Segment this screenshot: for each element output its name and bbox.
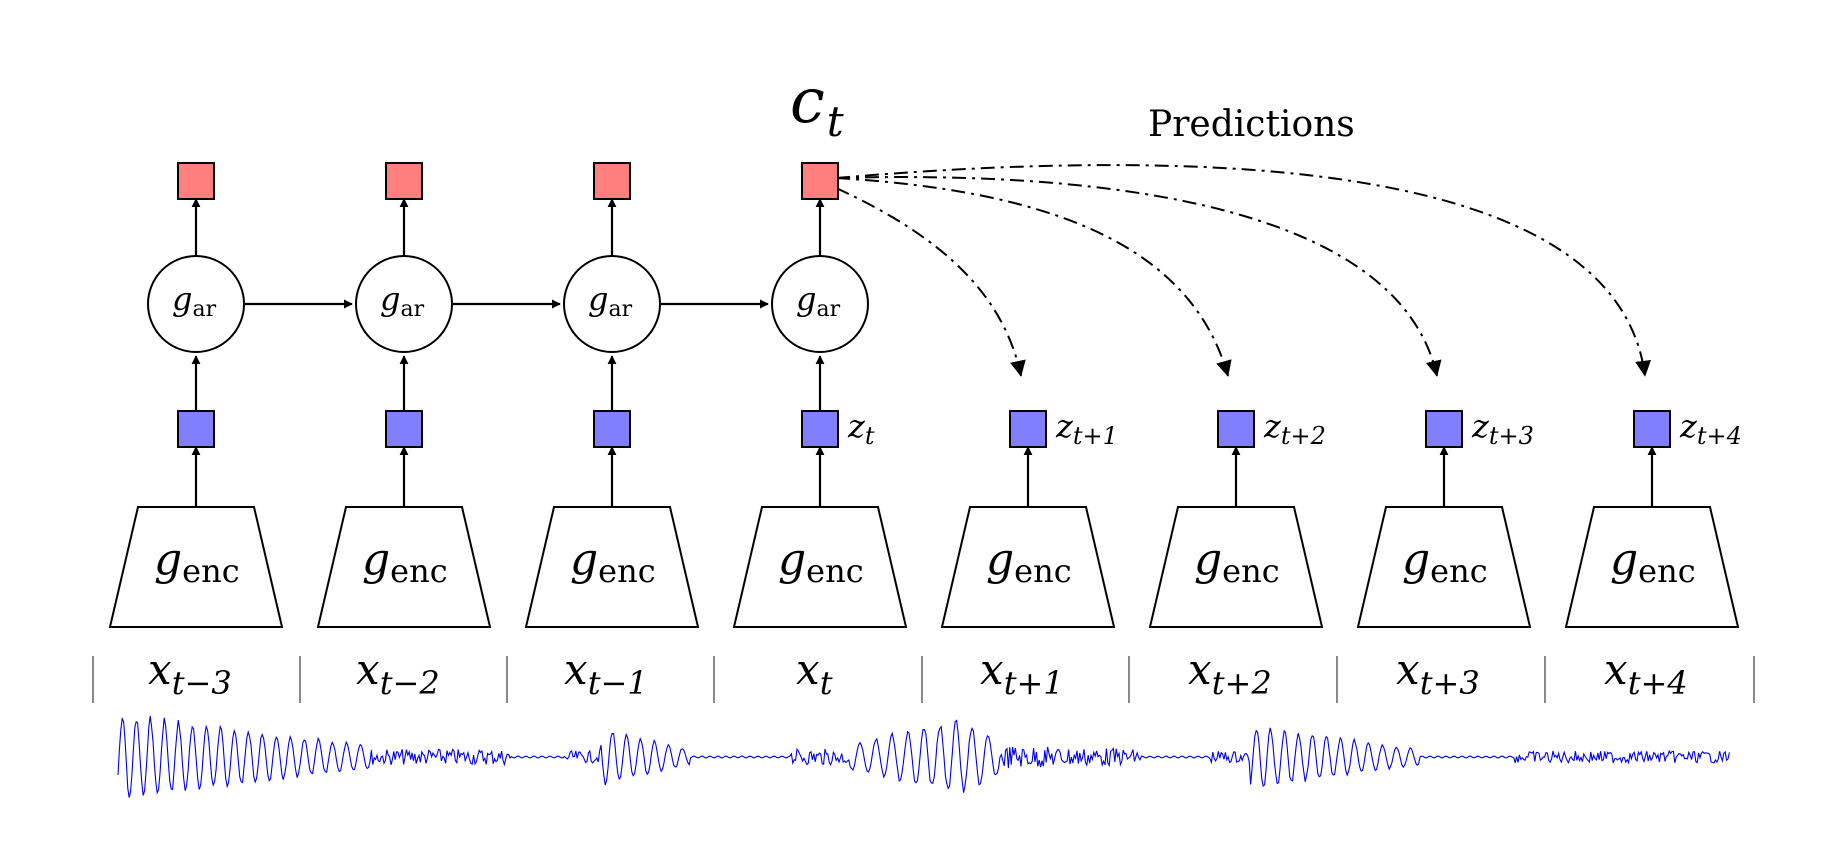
timestep-column-1: gar genc xyxy=(316,162,492,628)
gar-node xyxy=(355,255,453,353)
latent-box xyxy=(801,410,839,448)
timestep-column-0: gar genc xyxy=(108,162,284,628)
context-box xyxy=(177,162,215,200)
latent-box xyxy=(1425,410,1463,448)
genc-label: genc xyxy=(1402,534,1488,590)
encoder-trapezoid xyxy=(940,506,1116,628)
z-label: zt+4 xyxy=(1679,407,1742,450)
context-box xyxy=(593,162,631,200)
latent-box xyxy=(1217,410,1255,448)
context-box-ct xyxy=(801,162,839,200)
gar-label: gar xyxy=(796,280,841,322)
encoder-trapezoid xyxy=(524,506,700,628)
genc-label: genc xyxy=(570,534,656,590)
context-box xyxy=(385,162,423,200)
encoder-trapezoid xyxy=(1564,506,1740,628)
x-label: xt xyxy=(796,645,833,702)
x-label: xt+1 xyxy=(980,645,1064,702)
predictions-label: Predictions xyxy=(1148,104,1355,145)
prediction-arcs xyxy=(835,164,1651,377)
latent-box xyxy=(593,410,631,448)
prediction-arc-t4 xyxy=(835,164,1651,377)
input-segment-labels: xt−3 xt−2 xt−1 xt xt+1 xt+2 xt+3 xt+4 xyxy=(148,645,1688,702)
latent-box xyxy=(1633,410,1671,448)
prediction-arc-t3 xyxy=(835,176,1442,377)
prediction-arc-t2 xyxy=(835,177,1232,377)
encoder-trapezoid xyxy=(108,506,284,628)
gar-node xyxy=(147,255,245,353)
z-label: zt+3 xyxy=(1471,407,1534,450)
x-label: xt+3 xyxy=(1396,645,1480,702)
encoder-trapezoid xyxy=(1148,506,1324,628)
encoder-trapezoid xyxy=(1356,506,1532,628)
gar-node xyxy=(563,255,661,353)
genc-label: genc xyxy=(362,534,448,590)
gar-label: gar xyxy=(588,280,633,322)
prediction-arc-t1 xyxy=(835,187,1026,377)
x-label: xt−1 xyxy=(564,645,648,702)
latent-box xyxy=(1009,410,1047,448)
z-label: zt+2 xyxy=(1263,407,1326,450)
context-label: ct xyxy=(790,64,844,146)
genc-label: genc xyxy=(778,534,864,590)
segment-separators xyxy=(92,656,1755,703)
z-label: zt+1 xyxy=(1055,407,1118,450)
x-label: xt+4 xyxy=(1604,645,1688,702)
genc-label: genc xyxy=(1194,534,1280,590)
latent-box xyxy=(385,410,423,448)
x-label: xt+2 xyxy=(1188,645,1272,702)
timestep-column-4: zt+1 genc xyxy=(940,407,1118,628)
gar-label: gar xyxy=(380,280,425,322)
timestep-column-5: zt+2 genc xyxy=(1148,407,1326,628)
timestep-column-2: gar genc xyxy=(524,162,700,628)
timestep-column-6: zt+3 genc xyxy=(1356,407,1534,628)
latent-box xyxy=(177,410,215,448)
timestep-column-7: zt+4 genc xyxy=(1564,407,1742,628)
encoder-trapezoid xyxy=(316,506,492,628)
x-label: xt−2 xyxy=(356,645,440,702)
genc-label: genc xyxy=(154,534,240,590)
gar-node xyxy=(771,255,869,353)
encoder-trapezoid xyxy=(732,506,908,628)
gar-label: gar xyxy=(172,280,217,322)
timestep-column-3: gar zt genc xyxy=(732,162,908,628)
genc-label: genc xyxy=(986,534,1072,590)
x-label: xt−3 xyxy=(148,645,232,702)
audio-waveform xyxy=(117,715,1730,798)
genc-label: genc xyxy=(1610,534,1696,590)
z-label: zt xyxy=(847,407,875,450)
